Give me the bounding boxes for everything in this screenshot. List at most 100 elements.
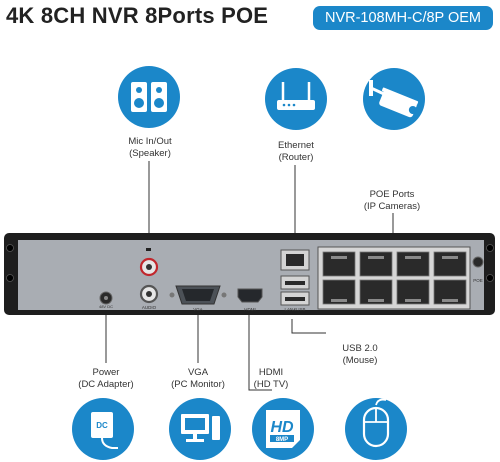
page-title: 4K 8CH NVR 8Ports POE (6, 3, 269, 28)
adapter-icon-text: DC (96, 421, 108, 430)
hdmi-icon-strip (270, 435, 294, 442)
vga-screw-left (169, 292, 175, 298)
lanusb-text: LAN&USB (284, 307, 305, 312)
hdmi-port-shell (237, 288, 263, 303)
label-vga-line2: (PC Monitor) (171, 379, 225, 390)
label-ethernet-line2: (Router) (278, 152, 314, 163)
ground-screw (472, 256, 484, 268)
hdmi-text: HDMI (244, 307, 256, 312)
label-ethernet: Ethernet (Router) (258, 140, 334, 164)
label-usb-line1: USB 2.0 (342, 343, 378, 354)
leader-usb (291, 319, 326, 334)
camera-icon-body-group (379, 87, 419, 118)
vga-screw-right (221, 292, 227, 298)
poe-contact-6 (368, 299, 384, 302)
mouse-icon-cable (375, 398, 387, 406)
label-power-line1: Power (92, 367, 120, 378)
poe-port-contacts (331, 256, 458, 302)
bullet-camera-icon (363, 68, 425, 130)
usb-port-top-tongue (285, 281, 305, 285)
label-usb-line2: (Mouse) (342, 355, 378, 366)
vga-port-inner (182, 289, 214, 301)
power-jack: 48V DC (99, 291, 113, 309)
poe-contact-5 (331, 299, 347, 302)
router-icon-led-1 (282, 103, 286, 107)
speaker-icon-circle (118, 66, 180, 128)
poe-contact-3 (405, 256, 421, 259)
monitor-icon-display (185, 418, 205, 430)
label-hdmi-line2: (HD TV) (253, 379, 289, 390)
pc-monitor-icon (169, 398, 231, 460)
lan-port-opening (286, 254, 304, 266)
router-icon-led-3 (292, 103, 296, 107)
label-poe: POE Ports (IP Cameras) (350, 189, 434, 213)
poe-contact-2 (368, 256, 384, 259)
audio-in-hole (146, 291, 152, 297)
hdmi-icon-line2: 8MP (276, 437, 288, 443)
mouse-icon (345, 398, 407, 460)
model-badge: NVR-108MH-C/8P OEM (313, 6, 493, 30)
vga-port: VGA (169, 285, 227, 312)
poe-port-4 (433, 251, 467, 277)
label-vga: VGA (PC Monitor) (160, 367, 236, 391)
audio-label-mark (146, 248, 151, 251)
screw-bottom-left (6, 274, 14, 282)
audio-text: AUDIO (142, 305, 157, 310)
label-hdmi: HDMI (HD TV) (241, 367, 301, 391)
poe-contact-8 (442, 299, 458, 302)
screw-top-left (6, 244, 14, 252)
label-mic-line1: Mic In/Out (128, 136, 172, 147)
monitor-icon-tower (212, 416, 220, 440)
monitor-icon-neck (193, 434, 197, 439)
poe-port-block: POE (317, 246, 484, 310)
screw-bottom-right (486, 274, 494, 282)
audio-ports: AUDIO (139, 248, 159, 310)
poe-text: POE (473, 278, 483, 283)
monitor-icon-stand (186, 439, 204, 442)
label-vga-line1: VGA (187, 367, 209, 378)
camera-icon-hood (382, 87, 419, 105)
poe-contact-4 (442, 256, 458, 259)
speaker-icon-left-woofer (134, 98, 144, 108)
label-mic-line2: (Speaker) (129, 148, 171, 159)
lan-usb-ports: LAN&USB (280, 249, 310, 312)
label-ethernet-line1: Ethernet (278, 140, 314, 151)
poe-contact-7 (405, 299, 421, 302)
hdmi-badge-icon: HD 8MP (252, 398, 314, 460)
hdmi-icon-line1: HD (270, 419, 294, 436)
camera-icon-body (379, 90, 417, 118)
label-mic: Mic In/Out (Speaker) (112, 136, 188, 160)
poe-port-1 (322, 251, 356, 277)
poe-contact-1 (331, 256, 347, 259)
router-icon-body (277, 100, 315, 110)
hdmi-port: HDMI (237, 288, 263, 312)
label-power: Power (DC Adapter) (68, 367, 144, 391)
label-usb: USB 2.0 (Mouse) (330, 343, 390, 367)
poe-ports (322, 251, 467, 305)
screw-top-right (486, 244, 494, 252)
camera-icon-arm (370, 86, 385, 96)
adapter-icon-cable (101, 437, 118, 449)
usb-port-bottom-tongue (285, 297, 305, 301)
speaker-icon-left-tweeter (136, 87, 142, 93)
power-jack-pin (104, 296, 108, 300)
label-hdmi-line1: HDMI (258, 367, 284, 378)
router-icon (265, 68, 327, 130)
audio-out-hole (146, 264, 152, 270)
power-jack-text: 48V DC (99, 304, 113, 309)
poe-port-2 (359, 251, 393, 277)
label-poe-line1: POE Ports (369, 189, 415, 200)
label-poe-line2: (IP Cameras) (363, 201, 421, 212)
nvr-device: 48V DC AUDIO VGA HDM (4, 233, 495, 315)
dc-adapter-icon: DC (72, 398, 134, 460)
adapter-icon-body (91, 412, 113, 438)
mouse-icon-circle (345, 398, 407, 460)
camera-icon-lens (408, 105, 417, 114)
router-icon-circle (265, 68, 327, 130)
speaker-icon-right-tweeter (156, 87, 162, 93)
label-power-line2: (DC Adapter) (78, 379, 134, 390)
leader-hdmi (248, 313, 272, 391)
speaker-icon-right-woofer (154, 98, 164, 108)
